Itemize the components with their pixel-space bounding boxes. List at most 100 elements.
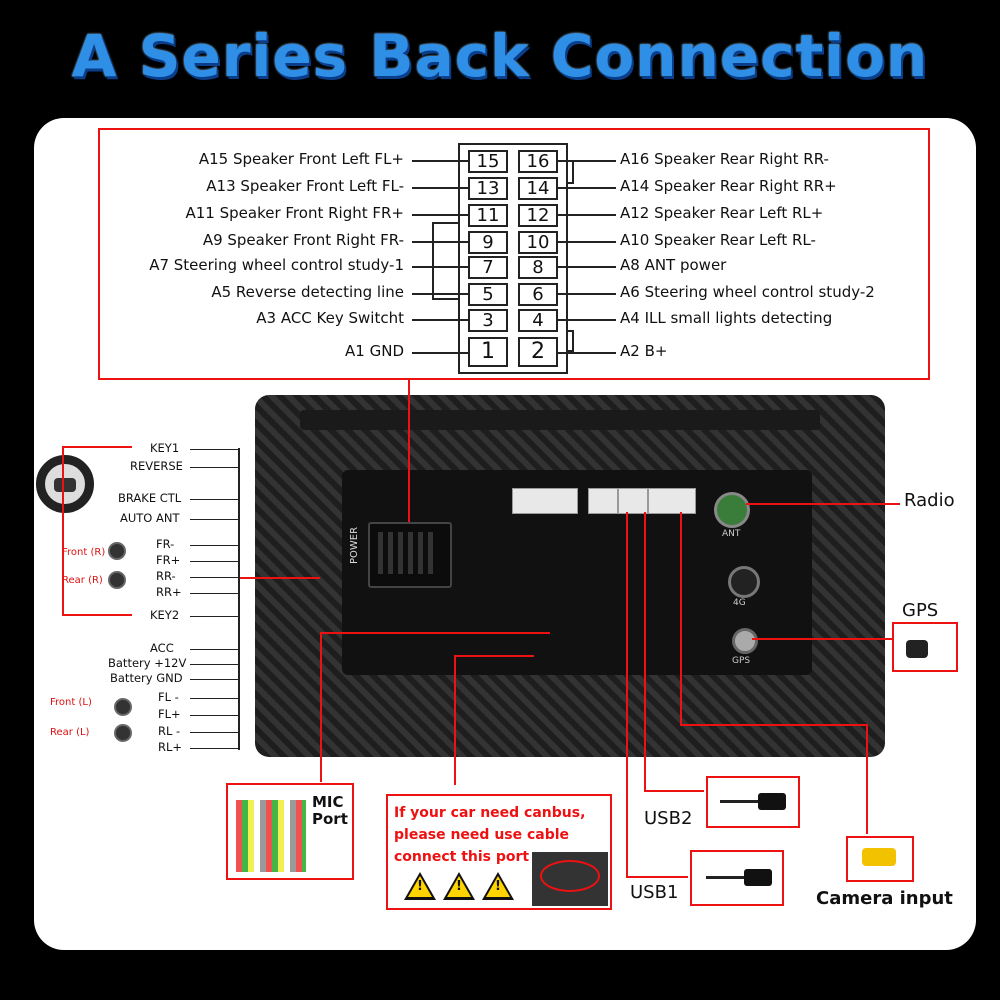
pin-lead — [412, 266, 468, 268]
usb2-label: USB2 — [644, 808, 693, 829]
camera-label: Camera input — [816, 888, 953, 909]
pin-cell: 1 — [468, 337, 508, 367]
gps-wire — [752, 638, 892, 640]
pin-label-left: A13 Speaker Front Left FL- — [206, 177, 404, 195]
pin-cell: 16 — [518, 150, 558, 173]
speaker-icon — [114, 698, 132, 716]
pin-label-right: A16 Speaker Rear Right RR- — [620, 150, 829, 168]
warning-icon: ! — [404, 872, 436, 900]
gps-port-label: GPS — [732, 656, 751, 666]
usb2-wire-h — [644, 790, 704, 792]
speaker-icon — [108, 571, 126, 589]
harness-wire — [190, 616, 238, 617]
usb1-label: USB1 — [630, 882, 679, 903]
pin-lead — [412, 293, 468, 295]
pin-cell: 2 — [518, 337, 558, 367]
page-title: A Series Back Connection — [71, 22, 929, 90]
harness-wire — [190, 577, 238, 578]
pin-label-right: A8 ANT power — [620, 256, 727, 274]
radio-label: Radio — [904, 490, 955, 511]
harness-wire — [190, 649, 238, 650]
pin-to-power-wire — [408, 380, 410, 522]
pin-lead — [412, 241, 468, 243]
camera-wire-down — [866, 724, 868, 834]
4g-label: 4G — [733, 598, 746, 608]
harness-to-unit-wire — [240, 577, 320, 579]
pin-label-left: A15 Speaker Front Left FL+ — [198, 150, 404, 168]
pin-label-left: A3 ACC Key Switcht — [256, 309, 404, 327]
harness-wire — [190, 593, 238, 594]
pin-cell: 7 — [468, 256, 508, 279]
radio-wire — [746, 503, 900, 505]
pin-label-right: A4 ILL small lights detecting — [620, 309, 833, 327]
usb2-wire-v — [644, 512, 646, 790]
pin-cell: 3 — [468, 309, 508, 332]
camera-socket[interactable] — [648, 488, 696, 514]
mic-label-line1: MIC — [312, 793, 344, 811]
gps-connector[interactable] — [732, 628, 758, 654]
canbus-wire-h — [454, 655, 534, 657]
gps-antenna-icon — [906, 640, 928, 658]
pin-cell: 8 — [518, 256, 558, 279]
harness-wire — [190, 698, 238, 699]
usb1-cable-icon — [706, 876, 746, 879]
pin-cell: 11 — [468, 204, 508, 227]
harness-fr-plus: FR+ — [156, 553, 181, 567]
connector-latch-right — [566, 160, 574, 184]
pin-lead — [558, 187, 616, 189]
pin-cell: 10 — [518, 231, 558, 254]
canbus-wire-v — [454, 655, 456, 785]
pin-lead — [412, 352, 468, 354]
harness-rl-minus: RL - — [158, 724, 181, 738]
key1-wire — [62, 446, 64, 614]
harness-wire — [190, 519, 238, 520]
warning-icon: ! — [443, 872, 475, 900]
pin-lead — [558, 266, 616, 268]
harness-wire — [190, 732, 238, 733]
usb-socket-1[interactable] — [588, 488, 618, 514]
harness-rear-l-label: Rear (L) — [50, 727, 90, 738]
harness-key2: KEY2 — [150, 608, 180, 622]
harness-fl-plus: FL+ — [158, 707, 181, 721]
mic-wire-h — [320, 632, 550, 634]
usb1-wire-v — [626, 512, 628, 877]
pin-cell: 14 — [518, 177, 558, 200]
ant-connector[interactable] — [714, 492, 750, 528]
harness-battery-12v: Battery +12V — [108, 656, 187, 670]
speaker-icon — [114, 724, 132, 742]
canbus-line3: connect this port — [394, 849, 530, 865]
harness-wire — [190, 715, 238, 716]
harness-rl-plus: RL+ — [158, 740, 183, 754]
harness-rr-minus: RR- — [156, 569, 176, 583]
usb2-plug-icon — [758, 793, 786, 810]
pin-label-right: A2 B+ — [620, 342, 668, 360]
harness-rear-r-label: Rear (R) — [62, 575, 103, 586]
pin-lead — [412, 160, 468, 162]
ant-label: ANT — [722, 529, 741, 539]
pin-label-right: A14 Speaker Rear Right RR+ — [620, 177, 837, 195]
usb1-plug-icon — [744, 869, 772, 886]
4g-connector[interactable] — [728, 566, 760, 598]
pin-lead — [558, 319, 616, 321]
harness-reverse: REVERSE — [130, 459, 183, 473]
harness-wire — [190, 748, 238, 749]
harness-wire — [190, 679, 238, 680]
connector-notch-right — [566, 330, 574, 352]
steering-wheel-hub — [54, 478, 76, 492]
usb-socket-2[interactable] — [618, 488, 648, 514]
pin-cell: 5 — [468, 283, 508, 306]
harness-front-l-label: Front (L) — [50, 697, 92, 708]
harness-acc: ACC — [150, 641, 174, 655]
harness-bus — [238, 448, 240, 750]
pin-label-left: A9 Speaker Front Right FR- — [202, 231, 404, 249]
pin-cell: 6 — [518, 283, 558, 306]
pin-lead — [412, 319, 468, 321]
camera-wire-h — [680, 724, 868, 726]
power-label: POWER — [349, 526, 361, 565]
harness-wire — [190, 664, 238, 665]
harness-fl-minus: FL - — [158, 690, 179, 704]
pin-label-left: A11 Speaker Front Right FR+ — [185, 204, 405, 222]
canbus-socket[interactable] — [512, 488, 578, 514]
pin-label-left: A1 GND — [345, 342, 404, 360]
canbus-line2: please need use cable — [394, 827, 570, 843]
